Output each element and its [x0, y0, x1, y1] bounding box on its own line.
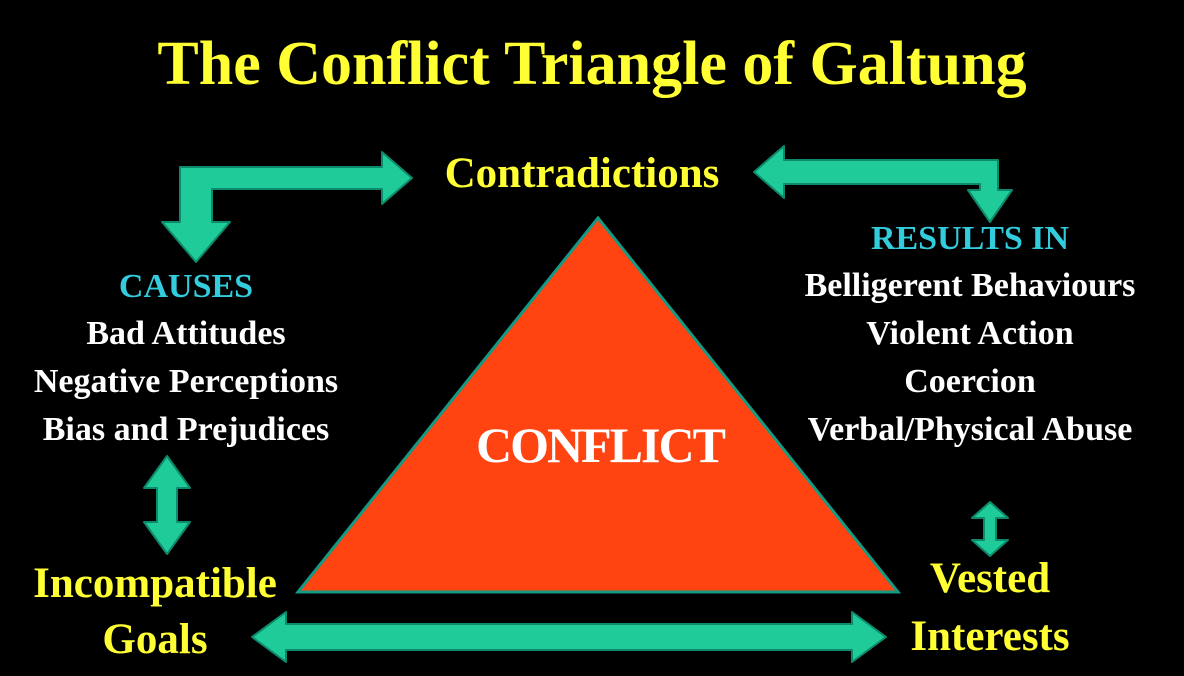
- results-block: RESULTS IN Belligerent Behaviours Violen…: [768, 216, 1172, 454]
- conflict-label: CONFLICT: [476, 417, 726, 473]
- causes-heading: CAUSES: [118, 268, 254, 305]
- conflict-triangle: [294, 215, 902, 594]
- causes-block: CAUSES Bad Attitudes Negative Perception…: [0, 264, 372, 454]
- causes-item: Bad Attitudes: [86, 315, 286, 352]
- causes-item: Bias and Prejudices: [42, 411, 330, 448]
- node-goals-line: Goals: [102, 616, 208, 663]
- node-contradictions: Contradictions: [444, 150, 720, 197]
- results-heading: RESULTS IN: [870, 220, 1070, 257]
- contradictions-results-elbow-arrow: [753, 145, 1013, 223]
- results-item: Verbal/Physical Abuse: [807, 411, 1133, 448]
- node-interests-line: Interests: [910, 613, 1070, 660]
- results-item: Violent Action: [866, 315, 1074, 352]
- contradictions-causes-elbow-arrow: [161, 151, 413, 263]
- node-vested-interests: Vested Interests: [880, 550, 1100, 666]
- results-item: Coercion: [904, 363, 1036, 400]
- results-item: Belligerent Behaviours: [804, 267, 1136, 304]
- node-interests-line: Vested: [929, 555, 1051, 602]
- slide-title: The Conflict Triangle of Galtung: [157, 30, 1027, 98]
- causes-item: Negative Perceptions: [33, 363, 339, 400]
- goals-interests-double-arrow: [251, 611, 887, 663]
- results-interests-double-arrow: [971, 501, 1009, 557]
- node-incompatible-goals: Incompatible Goals: [0, 556, 310, 668]
- node-goals-line: Incompatible: [33, 560, 277, 607]
- causes-goals-double-arrow: [143, 455, 191, 555]
